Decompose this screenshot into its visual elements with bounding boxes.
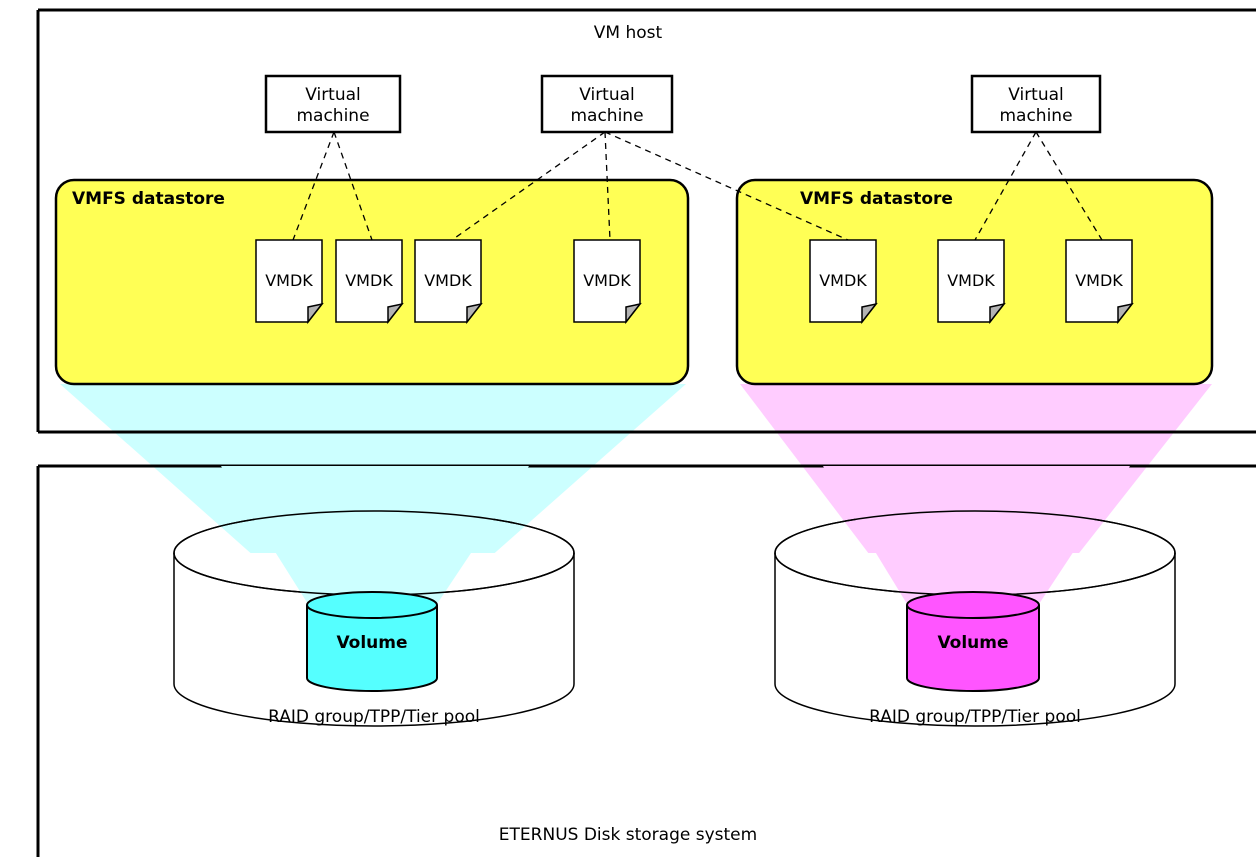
pool-right-label: RAID group/TPP/Tier pool	[869, 707, 1081, 727]
virtual-machine-3-line2: machine	[999, 106, 1072, 126]
vmdk-file-5-label: VMDK	[819, 271, 867, 290]
virtual-machine-1-line1: Virtual	[305, 85, 361, 105]
virtual-machine-2-line1: Virtual	[579, 85, 635, 105]
vmdk-file-3: VMDK	[414, 239, 483, 325]
virtual-machine-1: Virtual machine	[264, 74, 402, 134]
volume-cylinder-left: Volume	[306, 591, 438, 692]
virtual-machine-3: Virtual machine	[970, 74, 1102, 134]
vmdk-file-7-label: VMDK	[1075, 271, 1123, 290]
virtual-machine-2-line2: machine	[570, 106, 643, 126]
volume-right-label: Volume	[937, 633, 1008, 653]
vmdk-file-5: VMDK	[809, 239, 878, 325]
virtual-machine-3-line1: Virtual	[1008, 85, 1064, 105]
vm-host-frame	[36, 8, 1256, 434]
vmdk-file-6-label: VMDK	[947, 271, 995, 290]
vmdk-file-2: VMDK	[335, 239, 404, 325]
volume-projection-left-over	[221, 466, 529, 604]
vmdk-file-1-label: VMDK	[265, 271, 313, 290]
vmdk-file-3-label: VMDK	[424, 271, 472, 290]
vm-vmdk-connections	[292, 131, 1103, 241]
volume-cylinder-right: Volume	[906, 591, 1040, 692]
pool-left-label: RAID group/TPP/Tier pool	[268, 707, 480, 727]
vmdk-file-2-label: VMDK	[345, 271, 393, 290]
vmdk-file-4: VMDK	[573, 239, 642, 325]
vmdk-file-1: VMDK	[255, 239, 324, 325]
vm-host-label: VM host	[594, 23, 663, 43]
volume-left-label: Volume	[336, 633, 407, 653]
virtual-machine-1-line2: machine	[296, 106, 369, 126]
vmdk-file-4-label: VMDK	[583, 271, 631, 290]
virtual-machine-2: Virtual machine	[540, 74, 674, 134]
storage-system-label: ETERNUS Disk storage system	[499, 825, 757, 845]
datastore-left-label: VMFS datastore	[72, 189, 225, 209]
vmdk-file-7: VMDK	[1065, 239, 1134, 325]
vmdk-file-6: VMDK	[937, 239, 1006, 325]
datastore-right-label: VMFS datastore	[800, 189, 953, 209]
volume-projection-right-over	[823, 466, 1130, 604]
